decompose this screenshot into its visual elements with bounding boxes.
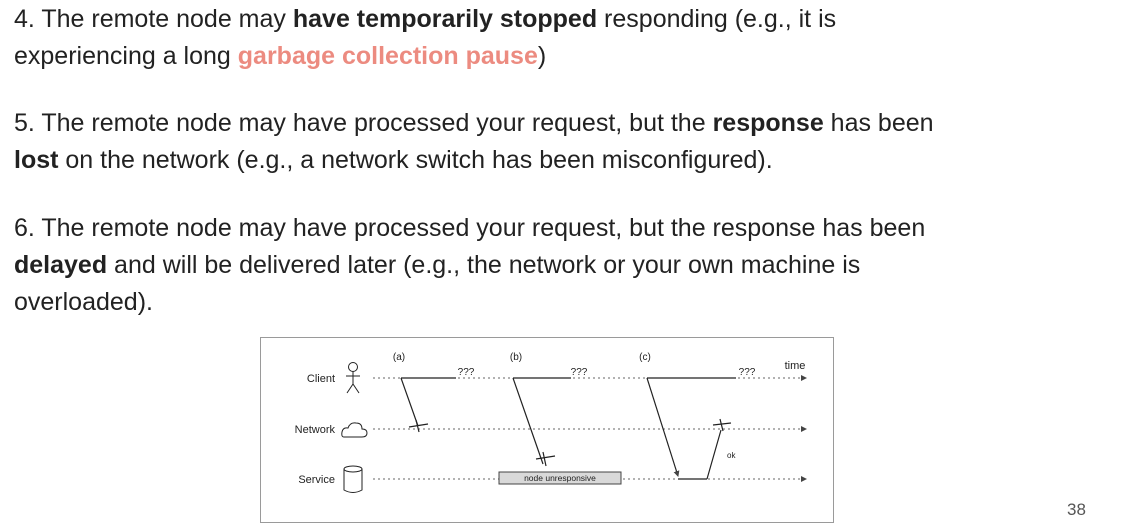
case-b-label: (b) bbox=[510, 352, 522, 363]
database-icon bbox=[343, 465, 363, 493]
failure-modes-diagram: Client Network Service (a) (b) bbox=[260, 337, 834, 523]
text-span: 4. The remote node may bbox=[14, 5, 293, 33]
request-b bbox=[512, 377, 544, 465]
text-span: experiencing a long bbox=[14, 42, 238, 70]
network-lane-label: Network bbox=[295, 424, 336, 436]
text-span: and will be delivered later (e.g., the n… bbox=[107, 251, 861, 279]
text-span-bold: response bbox=[712, 109, 824, 137]
text-span: has been bbox=[823, 109, 934, 137]
item-6-line-3: overloaded). bbox=[14, 284, 925, 321]
text-span: ) bbox=[537, 42, 547, 70]
text-span: responding (e.g., it is bbox=[597, 5, 837, 33]
item-6-line-1: 6. The remote node may have processed yo… bbox=[14, 210, 925, 247]
text-span-highlight: garbage collection pause bbox=[237, 42, 538, 70]
loss-mark-b bbox=[535, 451, 556, 467]
unresponsive-label: node unresponsive bbox=[524, 473, 596, 483]
text-span: 6. The remote node may have processed yo… bbox=[14, 214, 926, 242]
diagram-svg: Client Network Service (a) (b) bbox=[295, 352, 807, 493]
ok-label: ok bbox=[727, 451, 736, 460]
item-6-paragraph: 6. The remote node may have processed yo… bbox=[14, 210, 925, 321]
item-5-paragraph: 5. The remote node may have processed yo… bbox=[14, 105, 934, 179]
text-span: 5. The remote node may have processed yo… bbox=[14, 109, 713, 137]
cloud-icon bbox=[341, 422, 368, 438]
text-span: overloaded). bbox=[14, 288, 153, 316]
case-a-label: (a) bbox=[393, 352, 405, 363]
case-c-label: (c) bbox=[639, 352, 651, 363]
service-lane-label: Service bbox=[298, 474, 335, 486]
request-a bbox=[400, 377, 419, 427]
unresponsive-box bbox=[498, 471, 622, 485]
item-4-line-1: 4. The remote node may have temporarily … bbox=[14, 1, 836, 38]
request-c bbox=[646, 377, 680, 477]
loss-mark-c bbox=[712, 418, 732, 432]
unknown-mark-c: ??? bbox=[739, 367, 756, 378]
time-axis-label: time bbox=[785, 360, 806, 372]
item-6-line-2: delayed and will be delivered later (e.g… bbox=[14, 247, 925, 284]
page-number: 38 bbox=[1067, 500, 1086, 519]
item-4-line-2: experiencing a long garbage collection p… bbox=[14, 38, 836, 75]
text-span-bold: have temporarily stopped bbox=[292, 5, 598, 33]
person-icon bbox=[346, 362, 360, 394]
loss-mark-a bbox=[408, 419, 429, 433]
unknown-mark-a: ??? bbox=[458, 367, 475, 378]
text-span-bold: delayed bbox=[14, 251, 108, 279]
text-span: on the network (e.g., a network switch h… bbox=[58, 146, 773, 174]
unknown-mark-b: ??? bbox=[571, 367, 588, 378]
response-c bbox=[706, 429, 722, 480]
item-5-line-1: 5. The remote node may have processed yo… bbox=[14, 105, 934, 142]
text-span-bold: lost bbox=[14, 146, 59, 174]
item-5-line-2: lost on the network (e.g., a network swi… bbox=[14, 142, 934, 179]
item-4-paragraph: 4. The remote node may have temporarily … bbox=[14, 1, 836, 75]
client-lane-label: Client bbox=[307, 373, 335, 385]
